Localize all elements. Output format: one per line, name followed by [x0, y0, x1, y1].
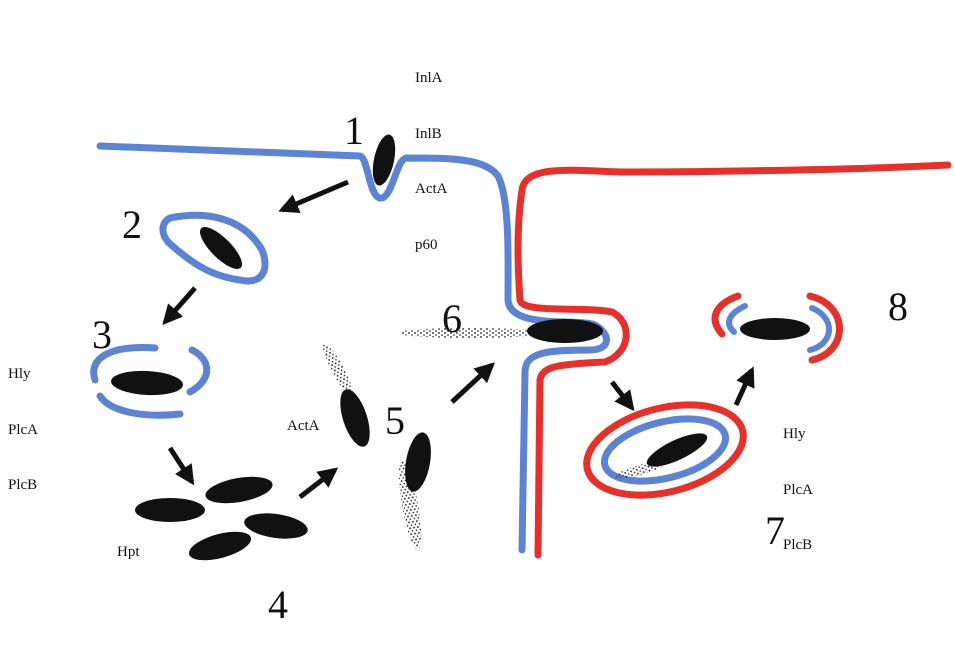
- arrow-4-to-5: [300, 470, 335, 497]
- step-number-4: 4: [268, 582, 288, 628]
- step-number-2: 2: [122, 202, 142, 248]
- factor-hly-right: Hly: [783, 425, 813, 444]
- broken-vacuole-right-arc: [190, 350, 207, 392]
- bacterium-step-4b: [203, 472, 274, 507]
- arrow-1-to-2: [282, 182, 348, 210]
- factor-inlb: InlB: [415, 125, 448, 144]
- factor-hly-left: Hly: [8, 365, 38, 384]
- factor-inla: InlA: [415, 69, 448, 88]
- step-number-5: 5: [385, 398, 405, 444]
- factor-plca-right: PlcA: [783, 481, 813, 500]
- factor-acta: ActA: [415, 180, 448, 199]
- bacterium-step-6: [527, 319, 603, 343]
- escape-factors-right-list: Hly PlcA PlcB: [783, 388, 813, 592]
- actin-tail-step-6: [398, 328, 542, 338]
- arrow-3-to-4: [170, 448, 192, 482]
- step-number-6: 6: [442, 296, 462, 342]
- factor-plcb-left: PlcB: [8, 476, 38, 495]
- bacterium-step-4a: [135, 498, 205, 522]
- arrow-5-to-6: [452, 365, 492, 402]
- step-number-7: 7: [765, 508, 785, 554]
- arrow-2-to-3: [165, 288, 195, 322]
- arrow-6-to-7: [612, 382, 632, 408]
- entry-factors-list: InlA InlB ActA p60: [415, 32, 448, 292]
- acta-label: ActA: [287, 418, 320, 435]
- host-cell-membrane: [100, 146, 606, 550]
- escape-membrane-blue-right: [810, 308, 829, 350]
- bacterium-step-5a: [334, 386, 375, 450]
- bacterium-step-8: [740, 318, 810, 340]
- actin-tail-step-5-upper: [319, 341, 358, 400]
- factor-p60: p60: [415, 236, 448, 255]
- factor-plcb-right: PlcB: [783, 536, 813, 555]
- factor-plca-left: PlcA: [8, 421, 38, 440]
- neighbor-cell-membrane: [518, 165, 948, 555]
- bacterium-step-4d: [186, 526, 254, 566]
- bacterium-step-4c: [243, 510, 310, 543]
- escape-factors-left-list: Hly PlcA PlcB: [8, 328, 38, 532]
- step-number-3: 3: [92, 312, 112, 358]
- arrow-7-to-8: [736, 370, 752, 405]
- broken-vacuole-bottom-arc: [100, 396, 180, 415]
- step-number-1: 1: [344, 108, 364, 154]
- step-number-8: 8: [888, 284, 908, 330]
- bacterium-step-3: [110, 369, 183, 397]
- hpt-label: Hpt: [117, 544, 140, 561]
